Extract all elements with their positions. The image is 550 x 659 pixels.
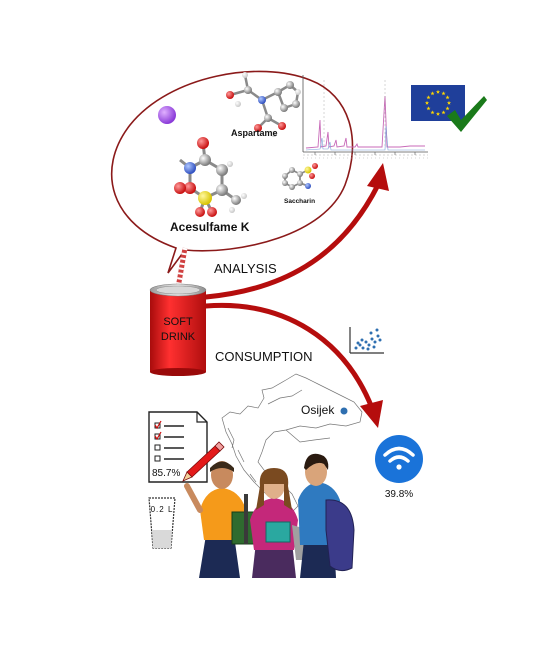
consumption-arrow [203, 302, 375, 411]
croatia-map [221, 373, 363, 513]
scatter-plot-icon [349, 327, 384, 354]
cup-volume-label: 0.2 L [151, 505, 174, 514]
can-label-line2: DRINK [161, 331, 196, 343]
acesulfame-label: Acesulfame K [170, 220, 250, 234]
eu-star [445, 95, 450, 100]
pencil-icon [182, 441, 225, 482]
student-orange [184, 461, 255, 578]
aspartame-label: Aspartame [231, 128, 278, 138]
eu-star [445, 106, 450, 111]
eu-star [441, 110, 446, 115]
eu-star [446, 100, 452, 105]
analysis-label: ANALYSIS [214, 261, 277, 276]
speech-bubble [110, 70, 354, 274]
analysis-arrow [203, 182, 381, 300]
consumption-label: CONSUMPTION [215, 349, 313, 364]
eu-star [435, 111, 441, 116]
soft-drink-can [149, 283, 207, 376]
sodium-atom-icon [158, 106, 176, 124]
student-blue [298, 453, 355, 578]
survey-percent: 85.7% [152, 468, 180, 479]
eu-star [430, 91, 435, 96]
chromatogram-icon [302, 75, 428, 159]
checklist-icon [148, 411, 208, 483]
aspartame-molecule-icon [226, 72, 301, 137]
eu-star [424, 100, 430, 105]
students-illustration [184, 453, 355, 578]
student-pink [250, 468, 312, 578]
eu-star [430, 110, 435, 115]
consumption-arrowhead [360, 400, 383, 428]
eu-star [435, 89, 441, 94]
straw-icon [175, 247, 188, 289]
wifi-percent: 39.8% [385, 489, 413, 500]
osijek-marker [340, 407, 348, 415]
wifi-icon [375, 435, 423, 483]
eu-star [426, 106, 431, 111]
cup-icon [148, 497, 176, 549]
osijek-label: Osijek [301, 403, 335, 417]
analysis-arrowhead [367, 163, 389, 191]
can-label-line1: SOFT [163, 316, 193, 328]
saccharin-molecule-icon [282, 163, 318, 190]
eu-star [426, 95, 431, 100]
acesulfame-molecule-icon [174, 137, 247, 217]
checkmark-icon [447, 96, 487, 132]
saccharin-label: Saccharin [284, 198, 315, 205]
eu-star [441, 91, 446, 96]
